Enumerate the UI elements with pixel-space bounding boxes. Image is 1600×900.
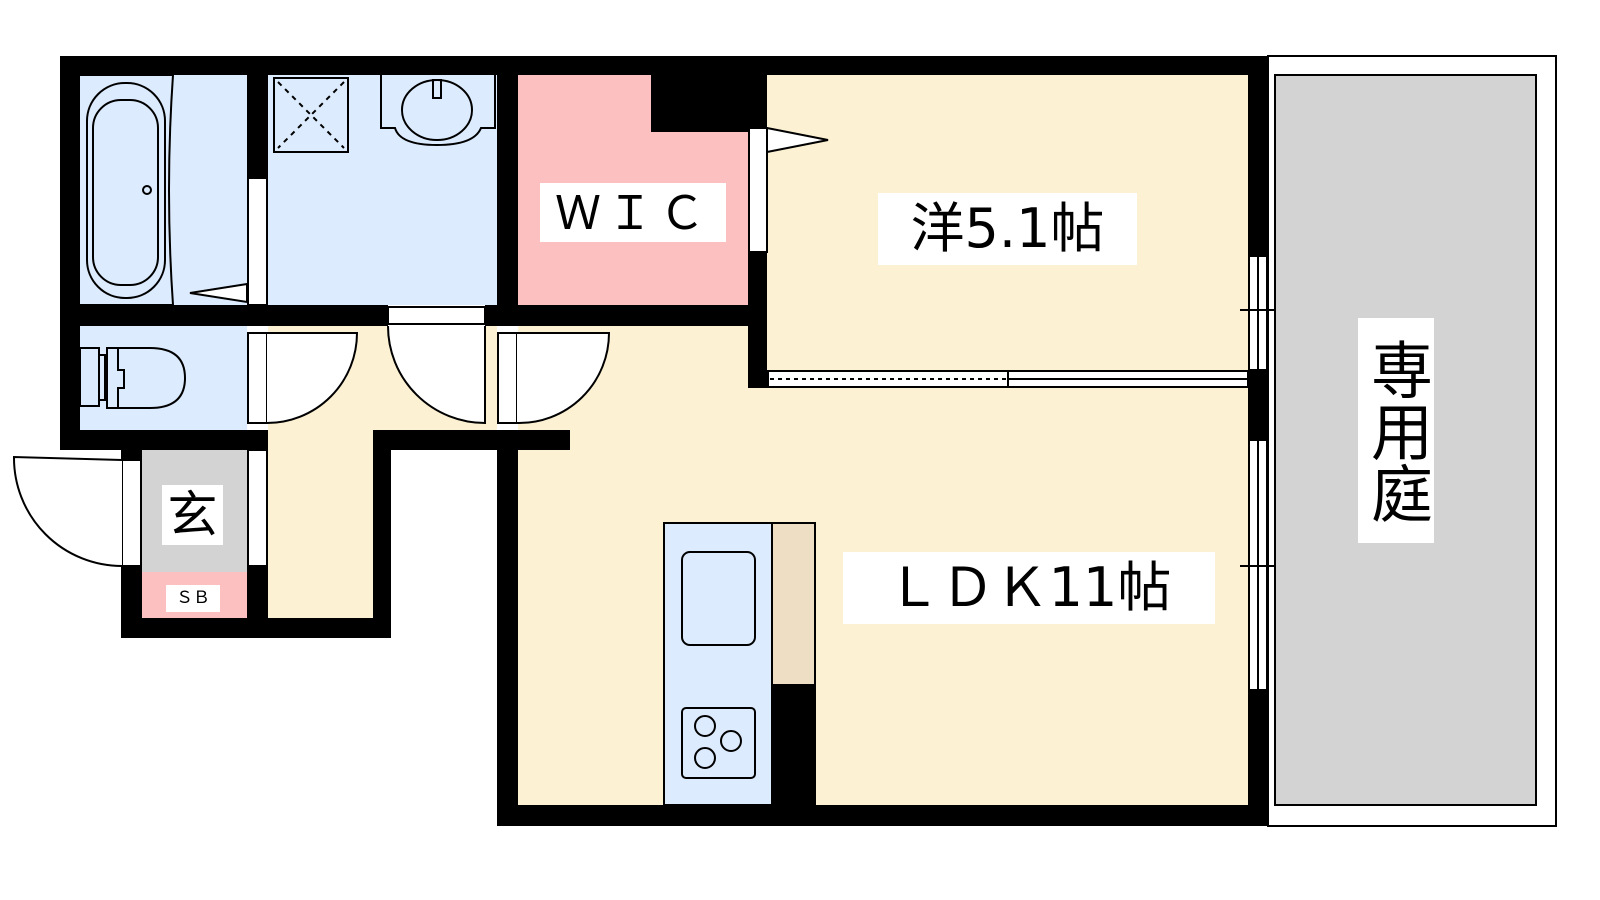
toilet [79, 347, 187, 409]
walls [60, 56, 1268, 826]
kitchen [663, 522, 816, 806]
private-garden-label: 専用庭 [1358, 318, 1434, 543]
wic-label: ＷＩＣ [540, 183, 726, 242]
doors [12, 126, 1276, 691]
washroom-floor [268, 75, 497, 305]
entrance-label: 玄 [162, 485, 223, 545]
western-room-label: 洋5.1帖 [878, 193, 1137, 265]
bathtub [80, 74, 175, 306]
ldk-label: ＬＤＫ11帖 [843, 552, 1215, 624]
hall-floor-2 [268, 430, 373, 618]
wash-basin [380, 75, 496, 147]
washing-machine-pan [273, 77, 349, 153]
shoe-box-label: ＳＢ [166, 585, 220, 612]
